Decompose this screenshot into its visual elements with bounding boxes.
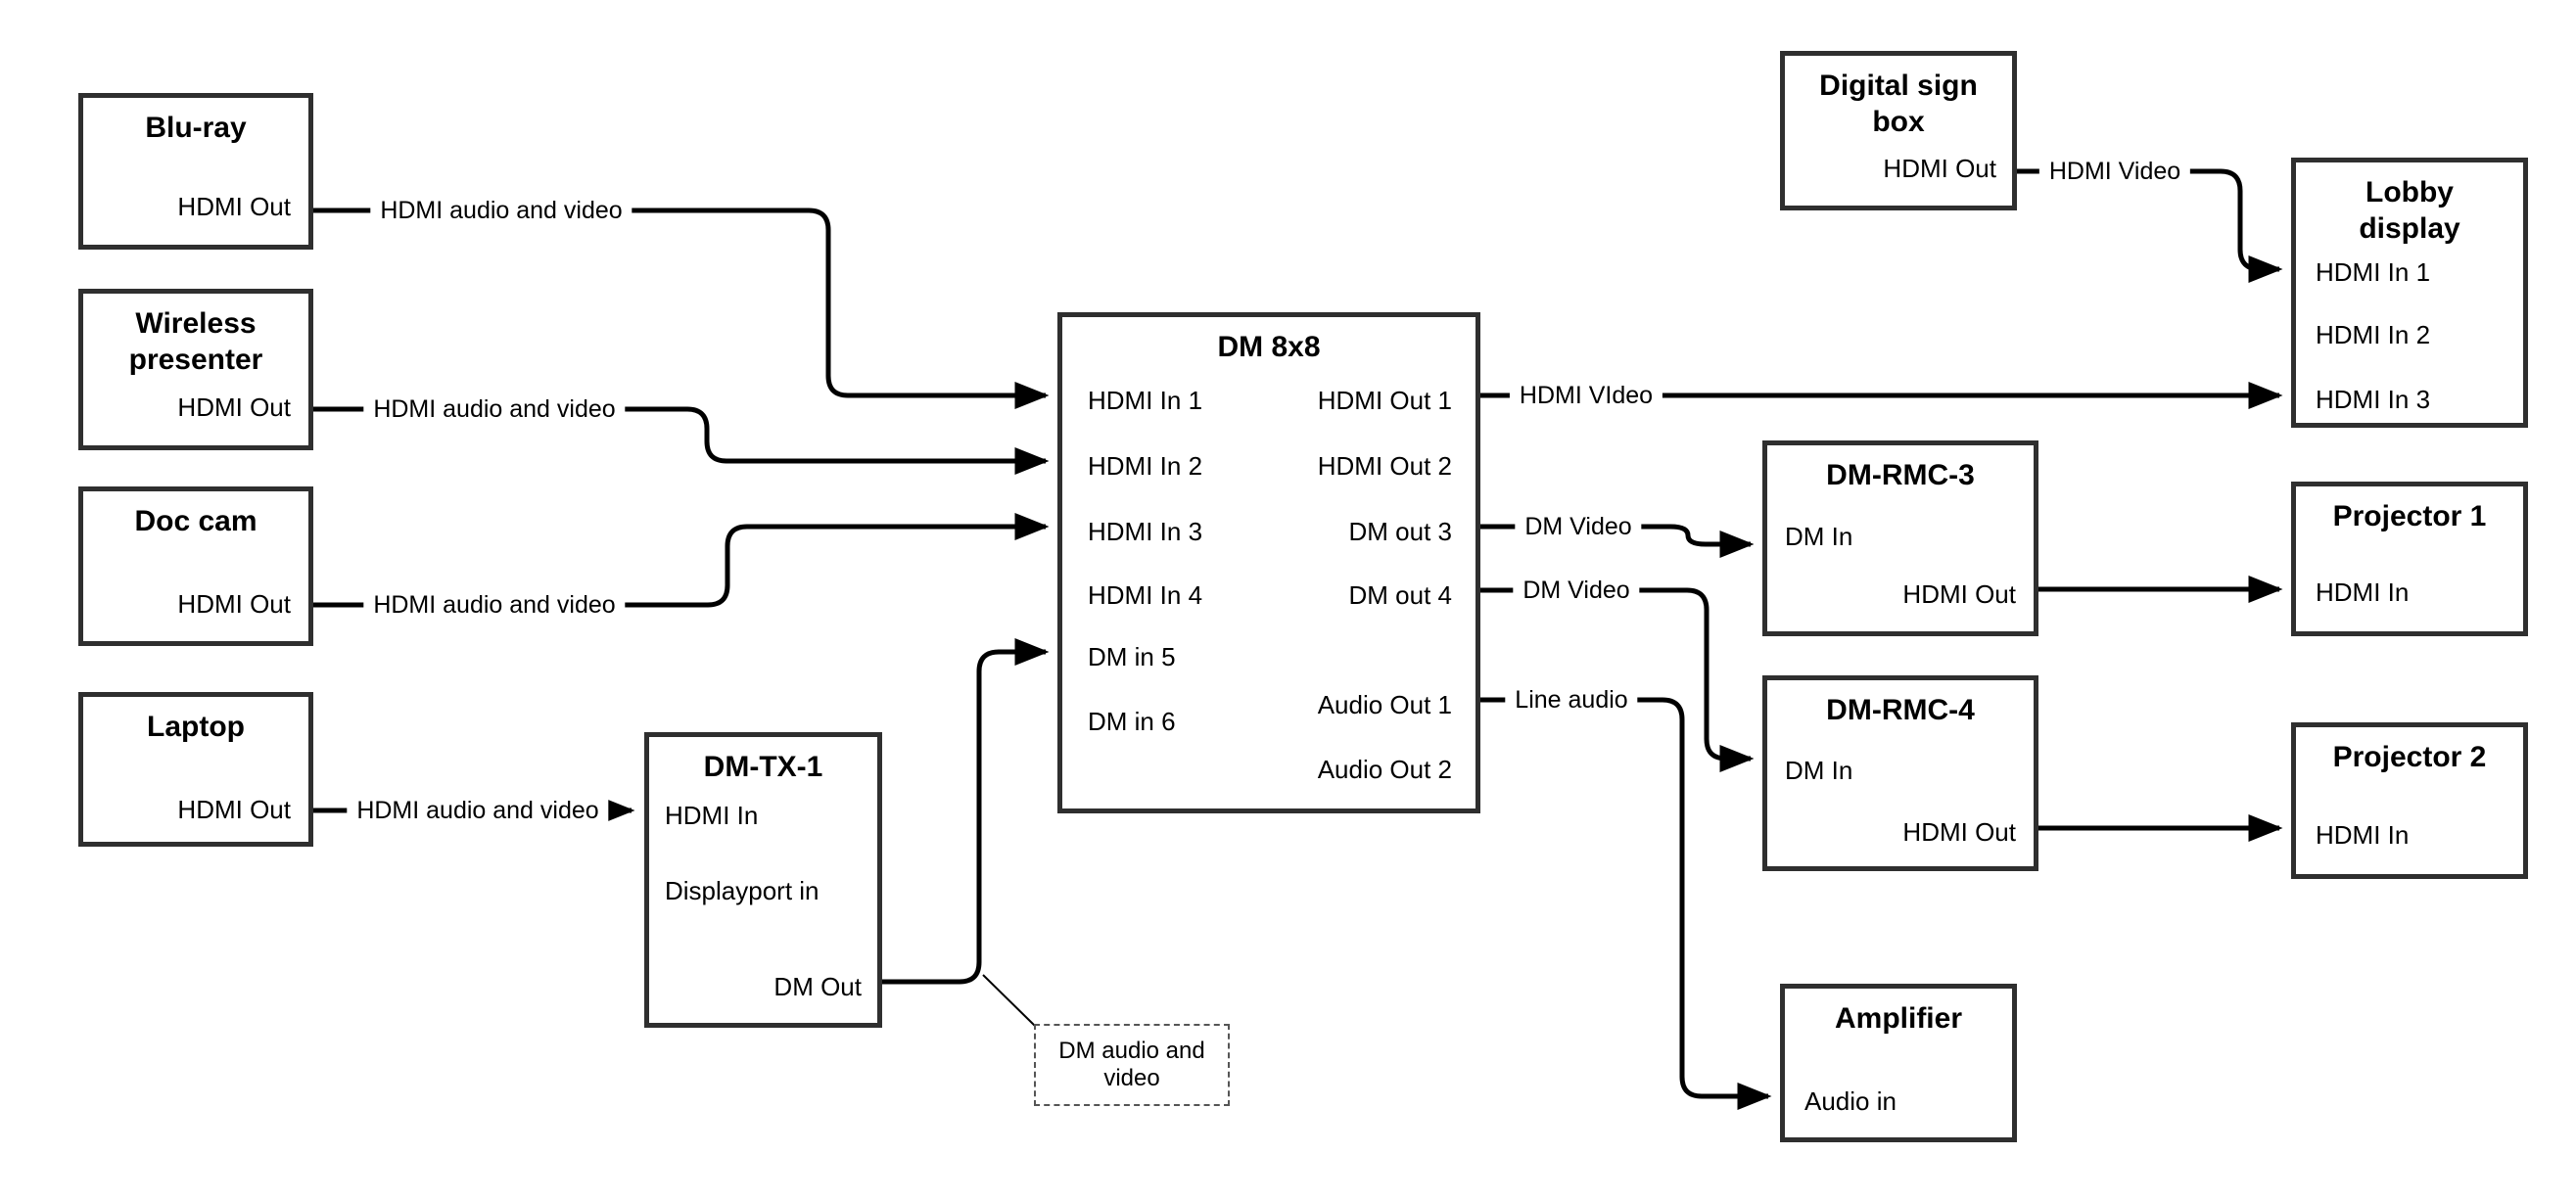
node-dm-8x8: DM 8x8 HDMI In 1 HDMI In 2 HDMI In 3 HDM… [1057, 312, 1480, 813]
port-dm8x8-dm-out-3: DM out 3 [1348, 517, 1453, 546]
port-dmtx1-dm-out: DM Out [773, 972, 862, 1001]
wire-signbox-to-lobby-in1 [2017, 168, 2283, 283]
node-dm-tx-1-title: DM-TX-1 [703, 751, 823, 783]
port-lobby-hdmi-in-2: HDMI In 2 [2316, 320, 2431, 349]
port-doccam-hdmi-out: HDMI Out [177, 589, 291, 619]
wire-label-out1-hdmi-video: HDMI VIdeo [1509, 381, 1663, 410]
wire-label-signbox-hdmi-video: HDMI Video [2038, 157, 2191, 186]
node-projector-1-title: Projector 1 [2332, 500, 2487, 532]
port-laptop-hdmi-out: HDMI Out [177, 795, 291, 824]
port-proj1-hdmi-in: HDMI In [2316, 577, 2410, 607]
wire-dm8x8-out4-to-rmc4 [1480, 587, 1755, 772]
port-lobby-hdmi-in-1: HDMI In 1 [2316, 257, 2431, 287]
wire-label-laptop: HDMI audio and video [347, 796, 609, 825]
port-dm8x8-hdmi-out-1: HDMI Out 1 [1317, 386, 1452, 415]
wire-label-doccam: HDMI audio and video [363, 590, 626, 620]
wire-label-line-audio: Line audio [1505, 685, 1638, 715]
port-bluray-hdmi-out: HDMI Out [177, 192, 291, 221]
wire-doccam-to-dm8x8-in3 [313, 513, 1050, 608]
wire-bluray-to-dm8x8-in1 [313, 208, 1050, 409]
port-rmc4-dm-in: DM In [1785, 756, 1853, 785]
port-dm8x8-dm-out-4: DM out 4 [1348, 580, 1453, 610]
port-rmc3-hdmi-out: HDMI Out [1902, 579, 2016, 609]
port-dmtx1-displayport-in: Displayport in [665, 876, 820, 905]
node-bluray-title: Blu-ray [145, 112, 247, 144]
node-dm-rmc-3: DM-RMC-3 DM In HDMI Out [1762, 440, 2038, 636]
node-amplifier: Amplifier Audio in [1780, 984, 2017, 1142]
port-rmc3-dm-in: DM In [1785, 522, 1853, 551]
wire-dm8x8-aout1-to-amp [1480, 697, 1772, 1110]
node-dm-rmc-4-title: DM-RMC-4 [1826, 694, 1975, 726]
note-dm-audio-and-video: DM audio and video [1034, 1024, 1230, 1106]
port-dm8x8-dm-in-5: DM in 5 [1088, 642, 1176, 671]
node-lobby-display-title: Lobby display [2359, 176, 2460, 245]
port-dm8x8-hdmi-in-3: HDMI In 3 [1088, 517, 1203, 546]
wire-wireless-to-dm8x8-in2 [313, 406, 1050, 475]
node-wireless-presenter: Wireless presenter HDMI Out [78, 289, 313, 450]
port-dm8x8-hdmi-out-2: HDMI Out 2 [1317, 451, 1452, 481]
node-projector-2-title: Projector 2 [2332, 741, 2487, 773]
port-dm8x8-dm-in-6: DM in 6 [1088, 707, 1176, 736]
node-laptop-title: Laptop [147, 711, 245, 743]
node-lobby-display: Lobby display HDMI In 1 HDMI In 2 HDMI I… [2291, 158, 2528, 428]
wire-label-bluray: HDMI audio and video [370, 196, 632, 225]
node-doc-cam-title: Doc cam [134, 505, 258, 537]
node-dm-tx-1: DM-TX-1 HDMI In Displayport in DM Out [644, 732, 882, 1028]
port-amp-audio-in: Audio in [1804, 1086, 1897, 1116]
port-signbox-hdmi-out: HDMI Out [1883, 154, 1996, 183]
port-proj2-hdmi-in: HDMI In [2316, 820, 2410, 850]
port-dm8x8-audio-out-2: Audio Out 2 [1317, 755, 1452, 784]
node-dm-8x8-title: DM 8x8 [1217, 331, 1321, 363]
node-amplifier-title: Amplifier [1834, 1002, 1963, 1035]
wire-dm8x8-out3-to-rmc3 [1480, 524, 1755, 558]
port-wireless-hdmi-out: HDMI Out [177, 393, 291, 422]
node-doc-cam: Doc cam HDMI Out [78, 486, 313, 646]
wire-label-out3-dm-video: DM Video [1515, 512, 1642, 541]
port-dm8x8-hdmi-in-1: HDMI In 1 [1088, 386, 1203, 415]
node-laptop: Laptop HDMI Out [78, 692, 313, 847]
node-dm-rmc-3-title: DM-RMC-3 [1826, 459, 1975, 491]
node-projector-2: Projector 2 HDMI In [2291, 722, 2528, 879]
node-wireless-presenter-title: Wireless presenter [128, 307, 263, 376]
wire-label-wireless: HDMI audio and video [363, 394, 626, 424]
node-dm-rmc-4: DM-RMC-4 DM In HDMI Out [1762, 675, 2038, 871]
port-rmc4-hdmi-out: HDMI Out [1902, 817, 2016, 847]
node-digital-sign-box-title: Digital sign box [1819, 69, 1978, 138]
node-digital-sign-box: Digital sign box HDMI Out [1780, 51, 2017, 210]
port-lobby-hdmi-in-3: HDMI In 3 [2316, 385, 2431, 414]
port-dmtx1-hdmi-in: HDMI In [665, 801, 759, 830]
wire-label-out4-dm-video: DM Video [1513, 576, 1640, 605]
port-dm8x8-audio-out-1: Audio Out 1 [1317, 690, 1452, 719]
wire-dmtx1-to-dm8x8-in5 [882, 638, 1050, 985]
note-leader-line [982, 974, 1037, 1028]
node-bluray: Blu-ray HDMI Out [78, 93, 313, 250]
port-dm8x8-hdmi-in-2: HDMI In 2 [1088, 451, 1203, 481]
port-dm8x8-hdmi-in-4: HDMI In 4 [1088, 580, 1203, 610]
node-projector-1: Projector 1 HDMI In [2291, 482, 2528, 636]
